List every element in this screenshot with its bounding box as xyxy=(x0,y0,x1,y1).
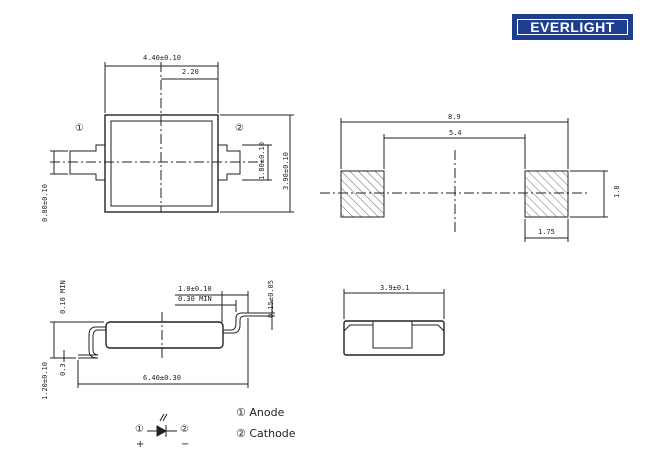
top-lead-dim: 0.80±0.10 xyxy=(41,184,49,222)
pad-height-dim: 1.8 xyxy=(613,185,621,198)
side-standoff-dim: 0.10 MIN xyxy=(59,280,67,314)
top-half-width-dim: 2.20 xyxy=(182,68,199,76)
side-min-dim: 0.30 MIN xyxy=(178,295,212,303)
top-pad-height-dim: 1.80±0.10 xyxy=(258,142,266,180)
side-view xyxy=(50,291,275,388)
side-small-dim: 0.3 xyxy=(59,363,67,376)
side-lead-thk-dim: 0.15±0.05 xyxy=(267,280,275,318)
side-body-height-dim: 1.20±0.10 xyxy=(41,362,49,400)
top-height-dim: 3.90±0.10 xyxy=(282,152,290,190)
diode-symbol xyxy=(147,413,177,437)
minus-sign: − xyxy=(181,439,190,450)
side-length-dim: 6.40±0.30 xyxy=(143,374,181,382)
diode-pin1: ① xyxy=(135,424,144,435)
side-lead-width-dim: 1.0±0.10 xyxy=(178,285,212,293)
pad-gap-dim: 5.4 xyxy=(449,129,462,137)
pad-width-dim: 1.75 xyxy=(538,228,555,236)
everlight-logo: EVERLIGHT xyxy=(512,14,633,40)
pad-layout-view xyxy=(320,118,608,242)
top-width-dim: 4.40±0.10 xyxy=(143,54,181,62)
end-view xyxy=(343,289,445,356)
pin2-marker: ② xyxy=(235,123,244,134)
plus-sign: + xyxy=(136,439,145,450)
diode-pin2: ② xyxy=(180,424,189,435)
pad-overall-dim: 8.9 xyxy=(448,113,461,121)
top-view xyxy=(50,62,294,213)
pin1-marker: ① xyxy=(75,123,84,134)
logo-text: EVERLIGHT xyxy=(530,19,615,35)
legend-anode: ① Anode xyxy=(236,406,285,419)
end-width-dim: 3.9±0.1 xyxy=(380,284,410,292)
legend-cathode: ② Cathode xyxy=(236,427,296,440)
